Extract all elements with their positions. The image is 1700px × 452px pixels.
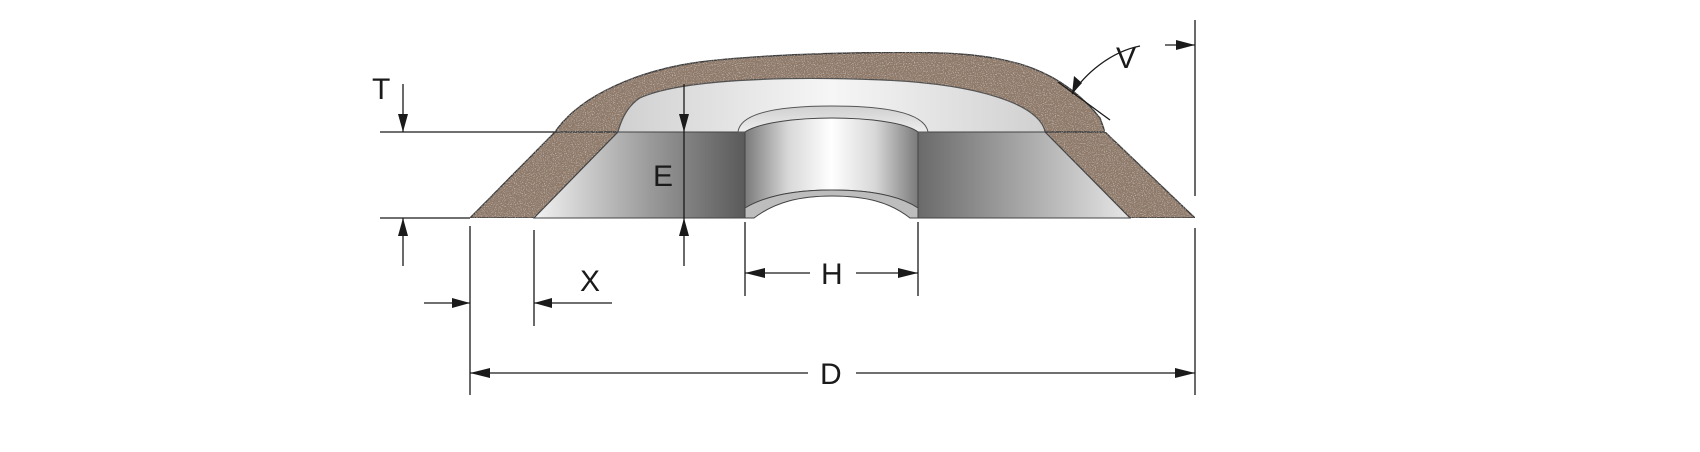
center-hub xyxy=(737,105,929,219)
inner-top-face xyxy=(617,78,1046,133)
label-e: E xyxy=(653,160,673,193)
label-x: X xyxy=(580,265,600,298)
dimension-h: H xyxy=(744,222,919,296)
label-h: H xyxy=(821,258,843,291)
label-t: T xyxy=(372,73,390,106)
dimension-t: T xyxy=(372,73,555,266)
label-d: D xyxy=(820,358,842,391)
label-v: V xyxy=(1116,42,1136,75)
dimension-x: X xyxy=(424,226,612,326)
dimension-d: D xyxy=(469,228,1196,395)
hub-bottom-lip xyxy=(744,189,919,219)
dimension-e: E xyxy=(653,84,689,266)
dimension-v: V xyxy=(1057,20,1196,196)
